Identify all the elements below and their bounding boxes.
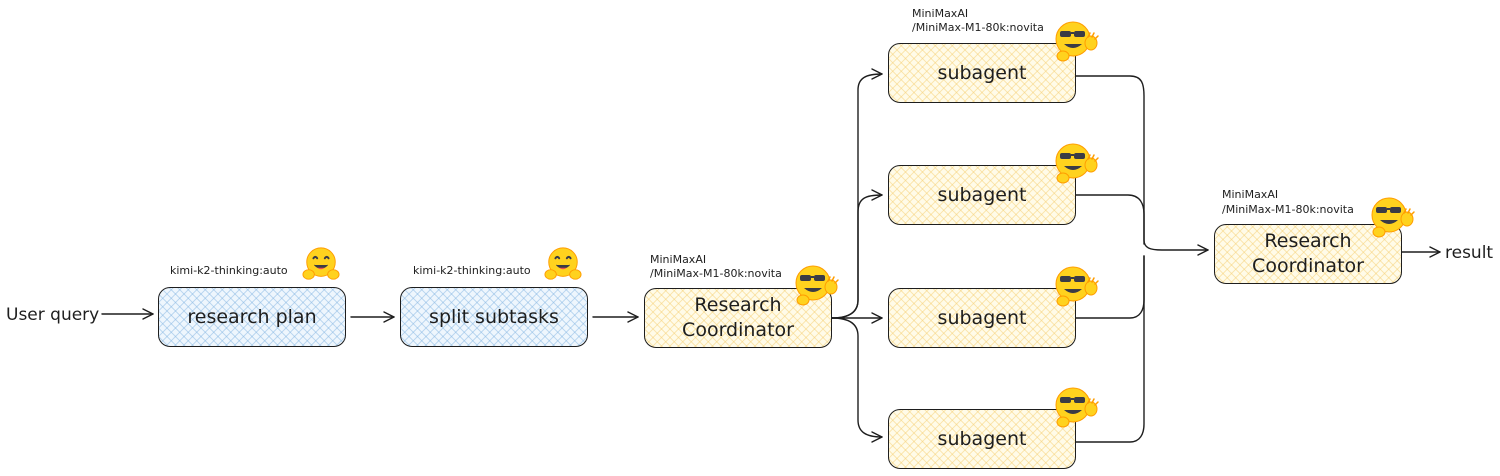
model-label-subagent-1-line2: /MiniMax-M1-80k:novita — [912, 21, 1044, 34]
node-subagent-1-label: subagent — [937, 62, 1027, 84]
model-label-subagent-1-line1: MiniMaxAI — [912, 7, 969, 20]
cool-hugging-face-icon — [1055, 143, 1099, 184]
cool-hugging-face-icon — [795, 265, 839, 306]
node-subagent-4-label: subagent — [937, 428, 1027, 450]
node-subagent-3-label: subagent — [937, 307, 1027, 329]
cool-hugging-face-icon — [1055, 21, 1099, 62]
arrow-subagent-1-to-final — [1075, 75, 1209, 256]
arrow-subagent-4-to-final — [1075, 255, 1145, 443]
arrow-subagent-2-to-final — [1075, 194, 1145, 245]
cool-hugging-face-icon — [1371, 197, 1415, 238]
node-subagent-4: subagent — [888, 409, 1076, 469]
output-label-result: result — [1445, 243, 1494, 263]
node-final-research-coordinator-label-line1: Research — [1264, 230, 1352, 252]
node-research-plan-label: research plan — [187, 306, 317, 328]
node-final-research-coordinator-label-line2: Coordinator — [1252, 255, 1364, 277]
node-subagent-2: subagent — [888, 165, 1076, 225]
node-final-research-coordinator: Research Coordinator — [1214, 224, 1402, 284]
hugging-face-icon — [544, 247, 582, 280]
arrow-coordinator-to-subagent-4 — [831, 317, 883, 443]
node-subagent-1: subagent — [888, 43, 1076, 103]
cool-hugging-face-icon — [1055, 266, 1099, 307]
arrow-coordinator-to-subagent-2 — [831, 189, 883, 319]
cool-hugging-face-icon — [1055, 387, 1099, 428]
hugging-face-icon — [302, 247, 340, 280]
model-label-final-line1: MiniMaxAI — [1222, 188, 1279, 201]
input-label-user-query: User query — [6, 305, 100, 325]
model-label-plan: kimi-k2-thinking:auto — [170, 264, 288, 277]
model-label-coordinator-line2: /MiniMax-M1-80k:novita — [650, 267, 782, 280]
node-research-coordinator-label-line1: Research — [694, 294, 782, 316]
model-label-coordinator-line1: MiniMaxAI — [650, 253, 707, 266]
node-research-coordinator-label-line2: Coordinator — [682, 319, 794, 341]
model-label-split: kimi-k2-thinking:auto — [413, 264, 531, 277]
node-split-subtasks: split subtasks — [400, 287, 588, 347]
node-subagent-3: subagent — [888, 288, 1076, 348]
node-subagent-2-label: subagent — [937, 184, 1027, 206]
node-research-plan: research plan — [158, 287, 346, 347]
model-label-final-line2: /MiniMax-M1-80k:novita — [1222, 203, 1354, 216]
node-split-subtasks-label: split subtasks — [429, 306, 559, 328]
